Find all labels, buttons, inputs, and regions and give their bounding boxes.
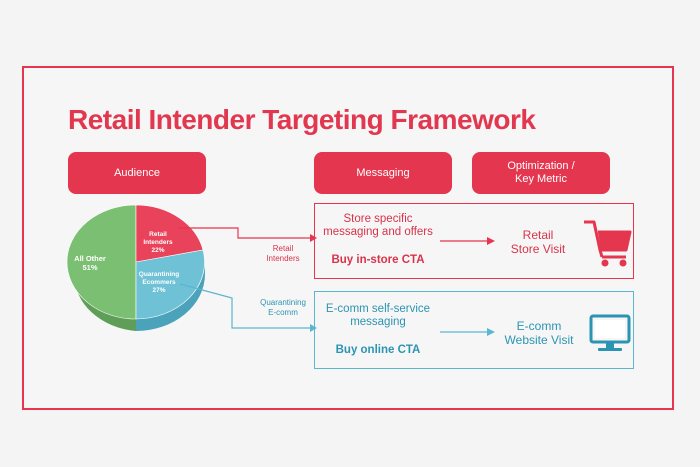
ecomm-message-line2: messaging bbox=[350, 316, 406, 328]
page-title: Retail Intender Targeting Framework bbox=[68, 104, 536, 135]
ecomm-metric-line1: E-comm bbox=[516, 319, 562, 333]
connector-label-retail-line1: Retail bbox=[272, 244, 294, 253]
ecomm-messaging-box bbox=[314, 291, 634, 369]
pie-label-retail-line3: 22% bbox=[151, 247, 165, 254]
audience-header-label: Audience bbox=[114, 166, 160, 179]
retail-metric-line2: Store Visit bbox=[510, 242, 566, 256]
ecomm-metric-line2: Website Visit bbox=[504, 333, 574, 347]
retail-inner-arrow bbox=[440, 237, 495, 245]
ecomm-cta: Buy online CTA bbox=[335, 344, 421, 356]
connector-label-ecomm-line2: E-comm bbox=[268, 308, 298, 317]
retail-message: Store specific messaging and offers bbox=[318, 213, 438, 239]
ecomm-metric: E-comm Website Visit bbox=[496, 319, 582, 347]
ecomm-message-line1: E-comm self-service bbox=[325, 303, 431, 315]
messaging-header-label: Messaging bbox=[356, 166, 410, 179]
pie-label-retail: Retail Intenders 22% bbox=[138, 231, 178, 255]
pie-label-all-other-line2: 51% bbox=[82, 263, 98, 272]
pie-label-all-other-line1: All Other bbox=[74, 254, 106, 263]
messaging-header: Messaging bbox=[314, 152, 452, 194]
pie-slice-retail-intenders bbox=[135, 204, 204, 263]
audience-header: Audience bbox=[68, 152, 206, 194]
pie-label-all-other: All Other 51% bbox=[70, 254, 110, 272]
ecomm-message: E-comm self-service messaging bbox=[318, 303, 438, 329]
optimization-header-line2: Key Metric bbox=[515, 173, 567, 185]
pie-slice-quarantining bbox=[135, 249, 205, 320]
pie-depth-blue bbox=[136, 262, 205, 331]
pie-label-quarantining-line2: Ecommers bbox=[142, 279, 176, 286]
retail-message-line2: messaging and offers bbox=[323, 226, 433, 238]
retail-connector bbox=[178, 227, 317, 242]
pie-slice-all-other bbox=[66, 204, 137, 320]
connector-label-retail: Retail Intenders bbox=[258, 244, 308, 264]
ecomm-inner-arrow bbox=[440, 328, 495, 336]
connector-label-retail-line2: Intenders bbox=[266, 254, 300, 263]
ecomm-connector bbox=[179, 283, 317, 332]
pie-chart bbox=[66, 204, 205, 331]
retail-messaging-box bbox=[314, 203, 634, 279]
retail-message-line1: Store specific bbox=[343, 213, 413, 225]
optimization-header: Optimization / Key Metric bbox=[472, 152, 610, 194]
connector-label-ecomm-line1: Quarantining bbox=[260, 298, 306, 307]
shopping-cart-icon bbox=[584, 220, 632, 267]
pie-label-quarantining-line1: Quarantining bbox=[138, 271, 180, 278]
monitor-icon bbox=[589, 314, 631, 351]
pie-label-quarantining: Quarantining Ecommers 27% bbox=[133, 271, 185, 295]
retail-metric: Retail Store Visit bbox=[498, 228, 578, 256]
retail-cta: Buy in-store CTA bbox=[331, 254, 425, 266]
connector-label-ecomm: Quarantining E-comm bbox=[255, 298, 311, 318]
pie-label-retail-line1: Retail bbox=[149, 231, 167, 238]
pie-label-quarantining-line3: 27% bbox=[152, 287, 166, 294]
retail-metric-line1: Retail bbox=[522, 228, 554, 242]
pie-label-retail-line2: Intenders bbox=[143, 239, 173, 246]
optimization-header-line1: Optimization / bbox=[507, 160, 575, 172]
